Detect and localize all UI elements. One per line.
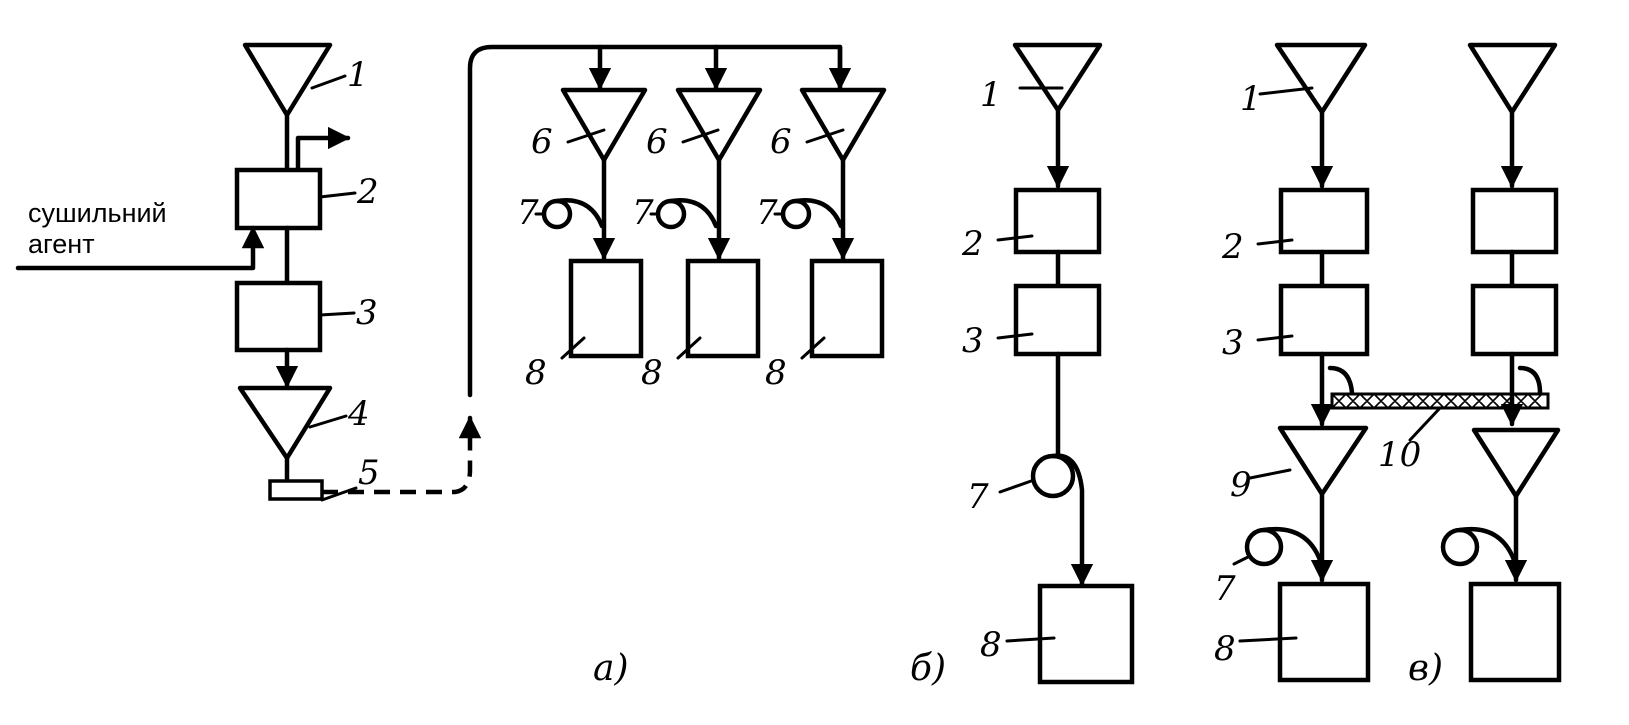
dryer-2-b xyxy=(1013,187,1102,255)
container-8-b xyxy=(1037,583,1135,685)
label-7-c: 7 xyxy=(1214,569,1236,609)
hopper-1-c xyxy=(1274,42,1368,115)
label-6-2: 6 xyxy=(646,122,668,162)
label-1-a: 1 xyxy=(347,55,369,95)
hopper-1-b xyxy=(1012,42,1103,113)
label-10-c: 10 xyxy=(1378,435,1421,475)
scheme-b: 1 2 3 7 8 б) xyxy=(910,42,1135,689)
bunker-6-1 xyxy=(560,87,648,163)
container-8-c-right xyxy=(1468,581,1562,683)
label-8-1: 8 xyxy=(525,353,547,393)
caption-b: б) xyxy=(910,648,946,689)
label-1-c: 1 xyxy=(1240,79,1262,119)
label-3-b: 3 xyxy=(962,321,984,361)
drying-agent-label-line2: агент xyxy=(28,229,95,259)
distribution-line xyxy=(467,44,843,398)
cooler-3-c xyxy=(1278,283,1370,357)
hopper-1-a xyxy=(242,42,333,118)
bag-reel-7-b xyxy=(1030,453,1076,499)
cooler-3-c-right xyxy=(1470,283,1559,357)
bag-reel-7-2 xyxy=(655,198,687,230)
conveyor-hatching xyxy=(1331,393,1543,409)
label-2-c: 2 xyxy=(1221,227,1244,267)
label-1-b: 1 xyxy=(980,75,1002,115)
label-8-c: 8 xyxy=(1214,629,1236,669)
container-8-2 xyxy=(685,258,761,359)
caption-c: в) xyxy=(1408,648,1443,689)
bag-reel-7-c xyxy=(1244,527,1284,567)
dryer-2-a xyxy=(234,167,323,231)
bag-reel-7-1 xyxy=(541,198,573,230)
label-9-c: 9 xyxy=(1230,465,1252,505)
label-4-a: 4 xyxy=(347,394,370,434)
label-6-3: 6 xyxy=(770,122,792,162)
container-8-3 xyxy=(809,258,885,359)
label-2-a: 2 xyxy=(356,172,379,212)
dryer-2-c-right xyxy=(1470,187,1559,255)
cooler-3-b xyxy=(1013,283,1102,357)
cooler-3-a xyxy=(234,280,323,353)
container-8-c xyxy=(1277,581,1371,683)
exhaust-arrow-a xyxy=(295,126,351,173)
pneumatic-transport-dashed xyxy=(322,425,473,495)
label-8-3: 8 xyxy=(765,353,787,393)
drying-agent-arrow xyxy=(15,225,265,271)
bunker-6-3 xyxy=(799,87,887,163)
bag-reel-7-c-right xyxy=(1440,527,1480,567)
label-3-c: 3 xyxy=(1222,323,1244,363)
bunker-6-2 xyxy=(675,87,763,163)
scheme-a: 1 2 3 4 5 6 6 6 7 7 7 8 8 8 сушильний аг… xyxy=(15,42,887,689)
label-8-b: 8 xyxy=(980,625,1002,665)
label-5-a: 5 xyxy=(358,453,380,493)
hopper-1-c-right xyxy=(1467,42,1558,115)
dryer-2-c xyxy=(1278,187,1370,255)
label-7-2: 7 xyxy=(632,193,654,233)
label-2-b: 2 xyxy=(961,224,984,264)
label-6-1: 6 xyxy=(531,122,553,162)
label-7-b: 7 xyxy=(967,477,989,517)
hopper-9-c-right xyxy=(1471,427,1561,499)
label-3-a: 3 xyxy=(356,293,378,333)
drying-agent-label-line1: сушильний xyxy=(28,198,167,228)
bag-reel-7-3 xyxy=(780,198,812,230)
feeder-5-a xyxy=(268,479,324,501)
label-8-2: 8 xyxy=(641,353,663,393)
scheme-c: 1 2 3 9 10 7 8 в) xyxy=(1214,42,1562,689)
hopper-4-a xyxy=(237,385,333,461)
caption-a: а) xyxy=(593,648,629,689)
label-7-3: 7 xyxy=(756,193,778,233)
hopper-9-c xyxy=(1277,425,1369,497)
label-7-1: 7 xyxy=(517,193,539,233)
